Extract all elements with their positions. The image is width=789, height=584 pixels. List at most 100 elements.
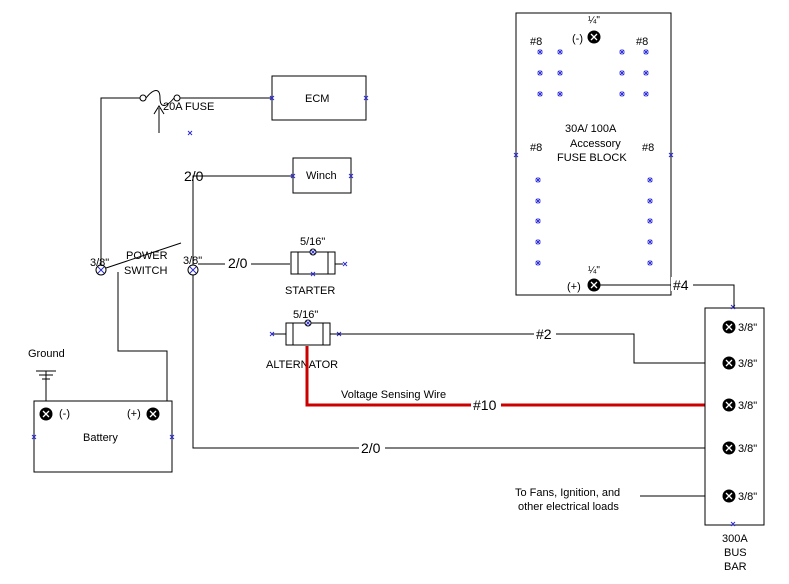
fuse-connector-mark [187, 130, 193, 136]
bus-wire-label-bg [359, 440, 385, 454]
bus-stud-2 [722, 356, 736, 370]
fuse-slot-mark [643, 49, 649, 55]
ecm-left-connector-mark [269, 95, 275, 101]
starter-wire-label-bg [225, 256, 251, 270]
bus-stud-1-label: 3/8" [738, 322, 757, 334]
fuse-slot-ring [647, 260, 653, 266]
fuse-slot-ring [643, 91, 649, 97]
fb-feed-label-bg [671, 277, 693, 291]
starter-wire-label: 2/0 [228, 255, 248, 271]
fuse-slot-ring [643, 70, 649, 76]
power-switch-right-terminal [187, 264, 199, 276]
battery-negative-terminal [39, 407, 53, 421]
battery-to-bus-wire-label: 2/0 [361, 440, 381, 456]
fuse-slot-mark [647, 218, 653, 224]
fuse-slot-ring [535, 260, 541, 266]
alternator-symbol [269, 319, 342, 346]
fuse-slot-mark [535, 198, 541, 204]
fuse-block-right-mid-size: #8 [642, 142, 654, 154]
battery-left-connector-mark [31, 434, 37, 440]
fuse-slot-ring [647, 198, 653, 204]
switch-to-fuse-wire [100, 97, 141, 265]
sense-gauge-label: #10 [473, 397, 497, 413]
alternator-wire-label: #2 [536, 326, 552, 342]
fuse-block-negative-label: (-) [572, 33, 583, 45]
fuse-slot-mark [557, 70, 563, 76]
fuse-slot-mark [537, 91, 543, 97]
bus-bottom-connector-mark [730, 521, 736, 527]
alternator-label: ALTERNATOR [266, 359, 338, 371]
fuse-label: 20A FUSE [163, 101, 214, 113]
fuse-block-positive-size: ¼" [588, 264, 600, 276]
fuse-block-label-line1: 30A/ 100A [565, 123, 617, 135]
alt-wire-label-bg [534, 326, 556, 340]
fuse-slot-ring [535, 239, 541, 245]
power-switch-label-line1: POWER [126, 250, 168, 262]
fuse-slot-ring [619, 91, 625, 97]
battery-positive-label: (+) [127, 408, 141, 420]
winch-label: Winch [306, 170, 337, 182]
power-switch-label-line2: SWITCH [124, 265, 167, 277]
switch-to-winch-wire [192, 175, 292, 265]
battery-to-switch-wire [117, 272, 168, 401]
bus-stud-5-label: 3/8" [738, 491, 757, 503]
bus-stud-2-label: 3/8" [738, 358, 757, 370]
fuse-slot-ring [537, 70, 543, 76]
battery-right-connector-mark [169, 434, 175, 440]
fuse-block-positive-stud [587, 278, 601, 292]
bus-stud-3-label: 3/8" [738, 400, 757, 412]
fuse-block-box [515, 12, 672, 296]
bus-stud-1 [722, 320, 736, 334]
fuse-block-fuse-slots [535, 49, 653, 266]
fuse-slot-mark [535, 239, 541, 245]
battery-positive-terminal [146, 407, 160, 421]
fuse-slot-ring [557, 91, 563, 97]
fuse-block-positive-label: (+) [567, 281, 581, 293]
fuse-block-label-line2: Accessory [570, 138, 621, 150]
bus-stud-4-label: 3/8" [738, 443, 757, 455]
ecm-right-connector-mark [363, 95, 369, 101]
starter-label: STARTER [285, 285, 335, 297]
fuse-slot-mark [535, 260, 541, 266]
power-switch-blade [105, 242, 182, 269]
fuse-slot-mark [557, 91, 563, 97]
alternator-stud-label: 5/16" [293, 309, 318, 321]
fuse-slot-ring [557, 70, 563, 76]
fuse-slot-mark [537, 49, 543, 55]
fuse-slot-mark [643, 70, 649, 76]
fuse-slot-ring [619, 49, 625, 55]
winch-box [292, 157, 352, 194]
ground-label: Ground [28, 348, 65, 360]
ecm-label: ECM [305, 93, 329, 105]
starter-stud-label: 5/16" [300, 236, 325, 248]
fuse-slot-mark [647, 260, 653, 266]
fuse-slot-ring [537, 91, 543, 97]
bus-bar-label-line3: BAR [724, 561, 747, 573]
fuse-slot-mark [647, 177, 653, 183]
power-switch-left-terminal [95, 264, 107, 276]
fuse-slot-ring [535, 198, 541, 204]
fuse-slot-mark [537, 70, 543, 76]
alternator-to-bus-wire [330, 333, 722, 364]
fuse-slot-mark [557, 49, 563, 55]
fuse-slot-ring [647, 239, 653, 245]
fuse-block-label-line3: FUSE BLOCK [557, 152, 627, 164]
fuse-slot-ring [537, 49, 543, 55]
fuse-slot-mark [643, 91, 649, 97]
voltage-sensing-wire [305, 346, 722, 407]
fuse-slot-ring [647, 218, 653, 224]
switch-left-size-label: 3/8" [90, 257, 109, 269]
winch-wire-label: 2/0 [184, 168, 204, 184]
fuse-slot-mark [647, 239, 653, 245]
fuse-slot-ring [535, 218, 541, 224]
fuse-block-negative-stud [587, 30, 601, 44]
winch-left-connector-mark [290, 173, 296, 179]
fuse-block-left-mid-size: #8 [530, 142, 542, 154]
fuse-slot-mark [619, 70, 625, 76]
battery-negative-label: (-) [59, 408, 70, 420]
fuse-block-negative-size: ¼" [588, 14, 600, 26]
fuse-slot-mark [535, 218, 541, 224]
bus-stud-4 [722, 441, 736, 455]
fuse-slot-ring [647, 177, 653, 183]
fuse-pointer-arrow [153, 105, 165, 133]
